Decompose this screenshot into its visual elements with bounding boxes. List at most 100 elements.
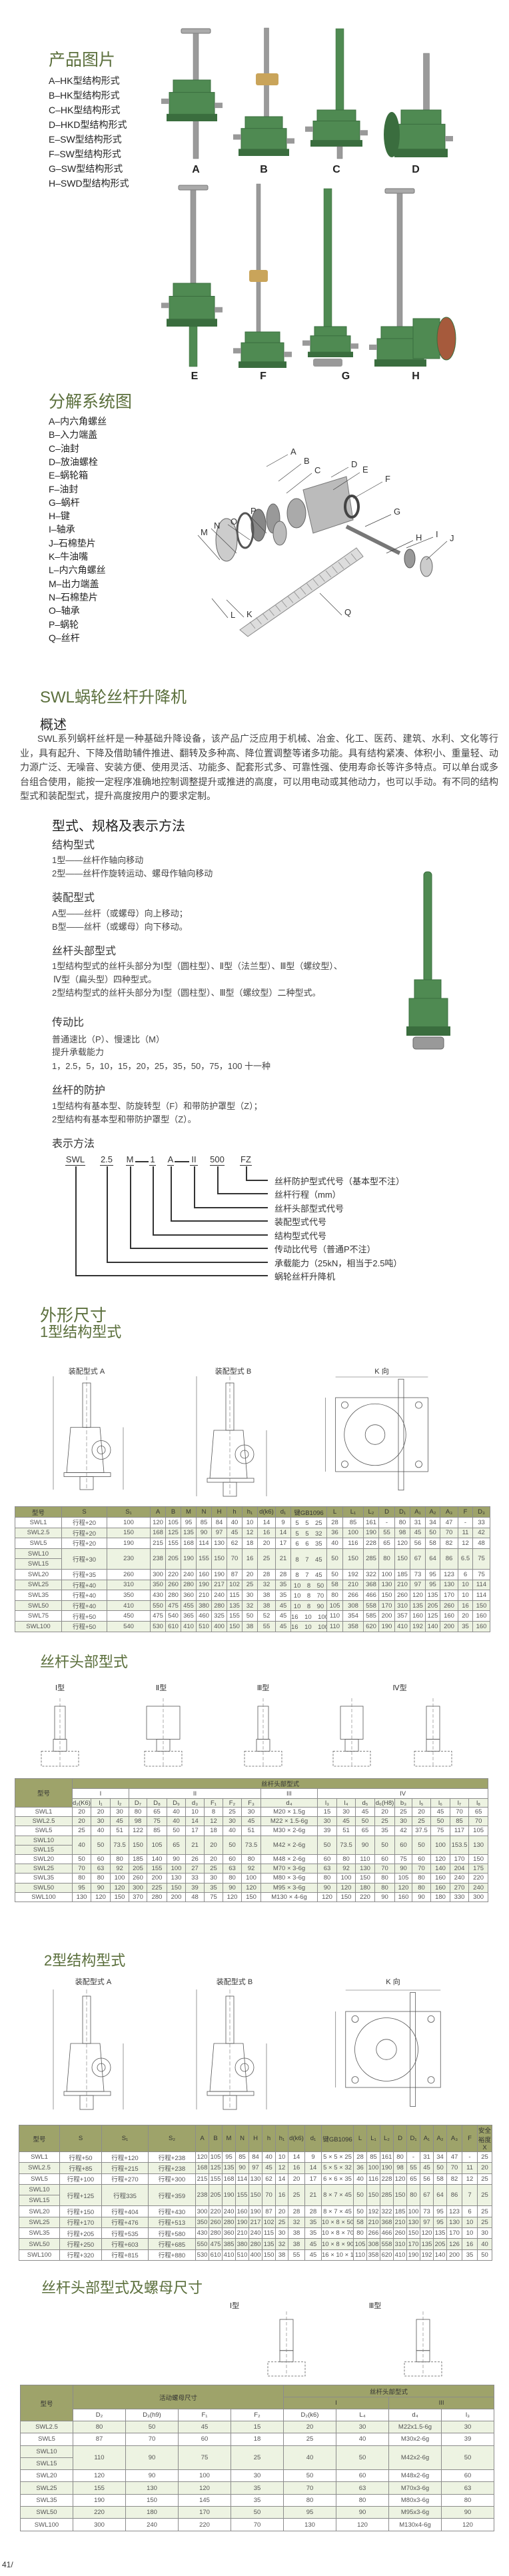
part-item: B–入力端盖 [49, 429, 98, 441]
table-cell: 350 [150, 1579, 166, 1591]
table-cell: 210 [394, 1579, 410, 1591]
table-cell: 230 [107, 1548, 151, 1570]
table-cell: 308 [342, 1600, 364, 1612]
product-item: G–SW型结构形式 [49, 163, 123, 174]
notation-label: 传动比代号（普通P不注） [274, 1244, 376, 1254]
table-cell: 190 [378, 1620, 395, 1632]
table-cell: SWL10 [20, 2445, 73, 2458]
notation-label: 丝杆头部型式代号 [274, 1204, 344, 1214]
input-shaft [305, 126, 313, 132]
table-cell: 60 [394, 1835, 412, 1855]
table-cell: 110 [73, 2445, 126, 2471]
table-cell: 150 [129, 1835, 147, 1855]
lower-screw-outline [79, 1476, 94, 1490]
drawing-caption: Ⅱ型 [155, 1684, 167, 1692]
table-cell: 行程+300 [148, 2173, 196, 2185]
table-cell: 行程+50 [61, 1620, 107, 1632]
swl-product-photo [406, 871, 450, 1050]
table-cell: 16 [242, 1548, 258, 1570]
thread-line [357, 549, 363, 557]
table-cell: 280 [181, 1579, 197, 1591]
table-cell: 145 [178, 2493, 231, 2507]
table-cell: 130 [125, 2481, 179, 2495]
column-header: d₄ [388, 2409, 442, 2421]
gasket [236, 512, 254, 549]
table-cell: SWL25 [15, 1579, 62, 1591]
leader-line [386, 540, 414, 554]
table-cell: 260 [440, 1600, 458, 1612]
table-cell: 38 [242, 1620, 258, 1632]
table-cell: 150 [336, 1892, 356, 1902]
table-cell: 238 [195, 2183, 209, 2207]
table-cell: 39 [441, 2433, 495, 2446]
gearbox-base [406, 1026, 450, 1036]
column-header: L₂ [363, 1506, 379, 1518]
column-header: H [211, 1506, 227, 1518]
callout-label: D [351, 459, 357, 469]
column-header: d(k6) [288, 2125, 305, 2152]
table-cell: 190 [222, 2183, 236, 2207]
notation-label: 结构型式代号 [274, 1231, 327, 1241]
column-header: I [283, 2397, 390, 2409]
table-cell: 95 [425, 1579, 440, 1591]
leader-line [332, 472, 360, 491]
worm-shaft-outline [410, 1992, 416, 2107]
leader-vertical [75, 1166, 77, 1275]
table-cell: 20 [283, 2420, 337, 2434]
column-header: D₂(k6) [283, 2409, 337, 2421]
gearbox-body [169, 92, 215, 116]
table-cell: 70 [283, 2481, 337, 2495]
table-cell: M70 × 3-6g [260, 1864, 318, 1874]
table-cell: 102 [227, 1579, 243, 1591]
table-cell: 100 [366, 2162, 380, 2174]
assembly-item: A型——丝杆（或螺母）向上移动； [52, 908, 188, 918]
thread-line [281, 600, 287, 608]
reducer [412, 318, 440, 359]
table-cell: 310 [107, 1579, 151, 1591]
thread-line [268, 609, 274, 617]
table-cell: 50 [283, 2469, 337, 2483]
housing-top-outline [414, 1751, 452, 1767]
table-cell: SWL5 [20, 2433, 73, 2446]
table-cell: 25 [230, 2445, 284, 2471]
drawing-caption: Ⅰ型 [55, 1684, 65, 1692]
thread-line [312, 579, 319, 587]
column-header: D₁ [394, 1506, 410, 1518]
table-cell: SWL10 [15, 1548, 62, 1560]
column-header: l₇ [450, 1798, 469, 1808]
table-cell: 90 [317, 1882, 337, 1893]
table-cell: 98 [394, 1527, 410, 1539]
table-cell: 48 [472, 1538, 490, 1549]
table-cell: 205 [129, 1864, 147, 1874]
table-cell: 75 [178, 2445, 231, 2471]
table-cell: 27 [185, 1864, 205, 1874]
table-cell: 38 [257, 1600, 276, 1612]
table-cell: 50 [125, 2420, 179, 2434]
bore-circle [97, 2063, 106, 2072]
page-number: 41/ [2, 2560, 13, 2569]
column-header: N [196, 1506, 212, 1518]
table-cell: M130 × 4-6g [260, 1892, 318, 1902]
table-cell: 30 [317, 1816, 337, 1827]
column-header: F [462, 2125, 478, 2152]
table-cell: 285 [380, 2183, 394, 2207]
part-item: H–键 [49, 511, 70, 522]
table-cell: 130 [355, 1864, 375, 1874]
column-header: d₆(H8) [374, 1798, 395, 1808]
leader-line [197, 535, 221, 561]
part-item: F–油封 [49, 483, 79, 495]
table-cell: 130 [283, 2518, 337, 2531]
table-cell: 120 [178, 2481, 231, 2495]
table-cell: SWL15 [20, 2457, 73, 2471]
nut-title: 丝杆头部型式及螺母尺寸 [41, 2279, 203, 2296]
thread-line [306, 583, 312, 591]
product-label: B [260, 164, 268, 175]
table-cell: 行程+170 [59, 2216, 102, 2229]
table-cell: 87 [73, 2433, 126, 2446]
lower-screw-outline [223, 1482, 237, 1497]
